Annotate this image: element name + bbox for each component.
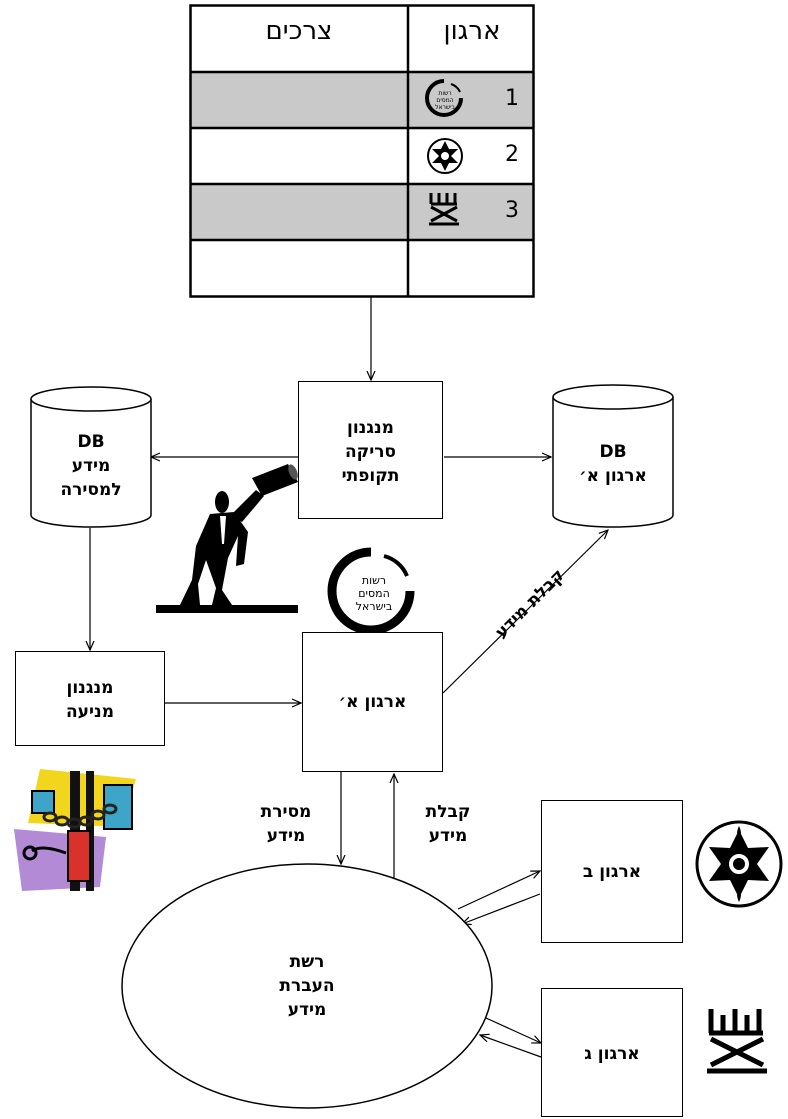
table-row-1-number: 1 — [505, 86, 519, 111]
table-row-3-bg — [191, 184, 533, 240]
edge-label-transfer-info: מסירת מידע — [260, 802, 312, 846]
tax-authority-logo-icon: רשות המסים בישראל — [425, 79, 463, 117]
org-a-box — [302, 632, 443, 772]
svg-text:בישראל: בישראל — [435, 104, 455, 111]
arrow-org-b-to-network — [462, 893, 541, 924]
police-star-large-icon — [695, 820, 783, 908]
arrow-org-c-to-network — [480, 1035, 542, 1058]
table-row-1-bg — [191, 72, 533, 128]
org-b-label: ארגון ב — [582, 862, 642, 882]
edge-label-receive-info: קבלת מידע — [425, 802, 471, 846]
org-c-box — [541, 988, 683, 1117]
db-left-cylinder — [30, 386, 152, 528]
arrow-org-a-to-db-right — [442, 530, 608, 694]
chained-door-icon — [14, 769, 136, 891]
police-star-icon — [427, 138, 463, 174]
table-header-org: ארגון — [443, 16, 501, 46]
info-network-label: רשת העברת מידע — [279, 952, 335, 1020]
needs-table — [189, 4, 535, 298]
svg-text:רשות: רשות — [438, 90, 451, 97]
table-row-2-number: 2 — [505, 142, 519, 167]
menorah-emblem-icon — [429, 193, 459, 226]
arrow-network-to-org-c — [485, 1017, 541, 1043]
db-right-label: DB ארגון א׳ — [579, 442, 647, 486]
prevent-mechanism-label: מנגנון מניעה — [65, 678, 114, 722]
menorah-large-icon — [707, 1009, 767, 1074]
tax-authority-logo-line-2: המסים — [358, 587, 390, 600]
tax-authority-logo-line-3: בישראל — [356, 600, 392, 613]
svg-text:המסים: המסים — [436, 97, 453, 104]
scan-mechanism-box — [298, 381, 443, 519]
man-with-binoculars-icon — [156, 464, 298, 613]
info-network-ellipse — [121, 863, 493, 1109]
scan-mechanism-label: מנגנון סריקה תקופתי — [341, 418, 400, 486]
org-a-label: ארגון א׳ — [338, 692, 407, 712]
prevent-mechanism-box — [15, 651, 165, 746]
org-b-box — [541, 800, 683, 943]
table-header-needs: צרכים — [265, 16, 333, 46]
tax-authority-logo-line-1: רשות — [362, 574, 386, 587]
arrow-network-to-org-b — [457, 871, 540, 910]
db-left-label: DB מידע למסירה — [60, 432, 122, 500]
table-row-3-number: 3 — [505, 198, 519, 223]
org-c-label: ארגון ג — [584, 1044, 640, 1064]
db-right-cylinder — [552, 384, 674, 528]
tax-authority-large-logo-icon: רשות המסים בישראל — [327, 547, 415, 635]
